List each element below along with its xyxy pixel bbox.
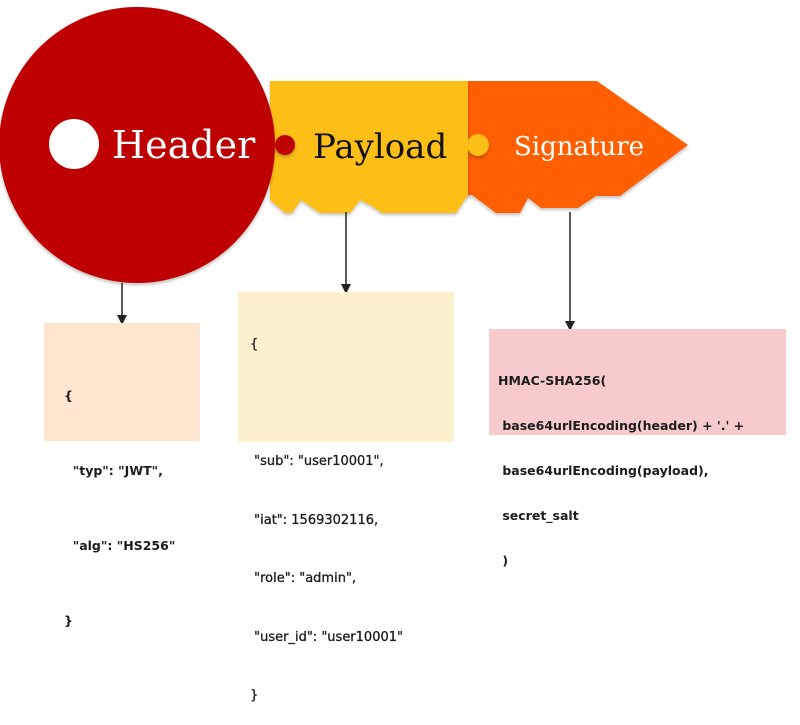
signature-shape: [462, 81, 688, 213]
signature-formula-line: base64urlEncoding(header) + '.' +: [498, 418, 745, 433]
signature-formula-line: base64urlEncoding(payload),: [498, 463, 709, 478]
payload-json-line: "user_id": "user10001": [250, 629, 403, 645]
header-json-line: "typ": "JWT",: [64, 463, 163, 478]
payload-json-line: ​: [250, 394, 454, 414]
payload-json-line: {: [250, 337, 259, 352]
header-json-box: { "typ": "JWT", "alg": "HS256" }: [44, 323, 200, 628]
signature-formula-line: ): [498, 553, 509, 568]
signature-formula-box: HMAC-SHA256( base64urlEncoding(header) +…: [489, 329, 786, 568]
header-connector-dot: [275, 135, 295, 155]
payload-connector-dot: [467, 134, 489, 156]
payload-json-line: "sub": "user10001",: [250, 454, 384, 469]
jwt-key-diagram: Header Payload Signature: [0, 7, 688, 331]
payload-segment: [270, 81, 489, 213]
header-json-line: {: [64, 388, 73, 403]
header-json-line: "alg": "HS256": [64, 538, 176, 553]
payload-json-box: { ​ "sub": "user10001", "iat": 156930211…: [238, 292, 454, 703]
key-hole-icon: [49, 119, 99, 169]
signature-label: Signature: [514, 132, 644, 162]
signature-formula-line: HMAC-SHA256(: [498, 373, 607, 388]
signature-formula-line: secret_salt: [498, 508, 579, 523]
header-label: Header: [112, 123, 256, 167]
payload-json-line: }: [250, 688, 259, 703]
header-segment: [0, 7, 295, 283]
header-json-line: }: [64, 613, 73, 628]
payload-shape: [270, 81, 468, 213]
payload-label: Payload: [313, 127, 447, 167]
payload-json-line: "iat": 1569302116,: [250, 512, 379, 528]
header-circle: [0, 7, 275, 283]
signature-segment: [462, 81, 688, 213]
payload-json-line: "role": "admin",: [250, 571, 357, 586]
